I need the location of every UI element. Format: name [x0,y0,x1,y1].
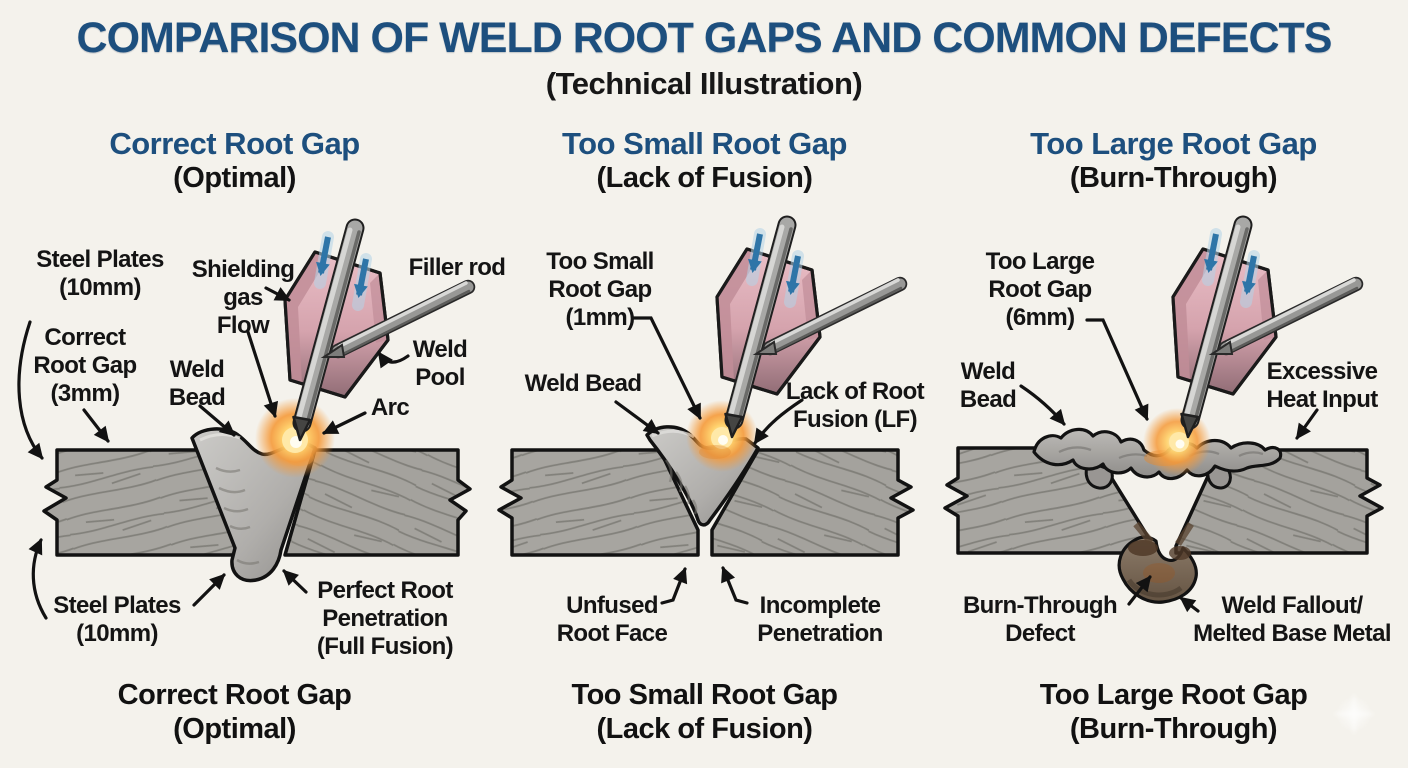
label-weld-bead: Weld Bead [524,370,642,397]
weld-diagram-too-large [943,230,1384,613]
steel-plate-left [497,448,700,557]
header-correct: Correct Root Gap (Optimal) [109,126,360,194]
arc-glow [1143,408,1211,476]
caption-too-small: Too Small Root Gap(Lack of Fusion) [571,679,838,745]
header-too-small: Too Small Root Gap (Lack of Fusion) [562,126,847,194]
weld-diagram-too-small [497,230,915,605]
page-subtitle: (Technical Illustration) [545,66,863,101]
leader-arrows [17,286,410,620]
label-weld-fallout: Weld Fallout/Melted Base Metal [1193,592,1391,647]
leader-arrows [614,316,804,605]
caption-correct: Correct Root Gap(Optimal) [117,679,352,745]
sagging-weld-bead [1032,427,1283,490]
header-too-large: Too Large Root Gap (Burn-Through) [1030,126,1317,194]
page-title: COMPARISON OF WELD ROOT GAPS AND COMMON … [76,14,1333,62]
label-steel-plates-bottom: Steel Plates(10mm) [53,592,181,647]
weld-diagram-correct [17,230,472,620]
leader-arrows [1019,318,1319,613]
caption-too-large: Too Large Root Gap(Burn-Through) [1039,679,1308,745]
steel-plate-right [710,448,915,557]
label-filler-rod: Filler rod [408,254,506,281]
label-arc: Arc [370,394,410,421]
arc-glow [255,398,335,478]
steel-plate-right [283,448,472,557]
label-steel-plates-top: Steel Plates(10mm) [36,246,164,301]
